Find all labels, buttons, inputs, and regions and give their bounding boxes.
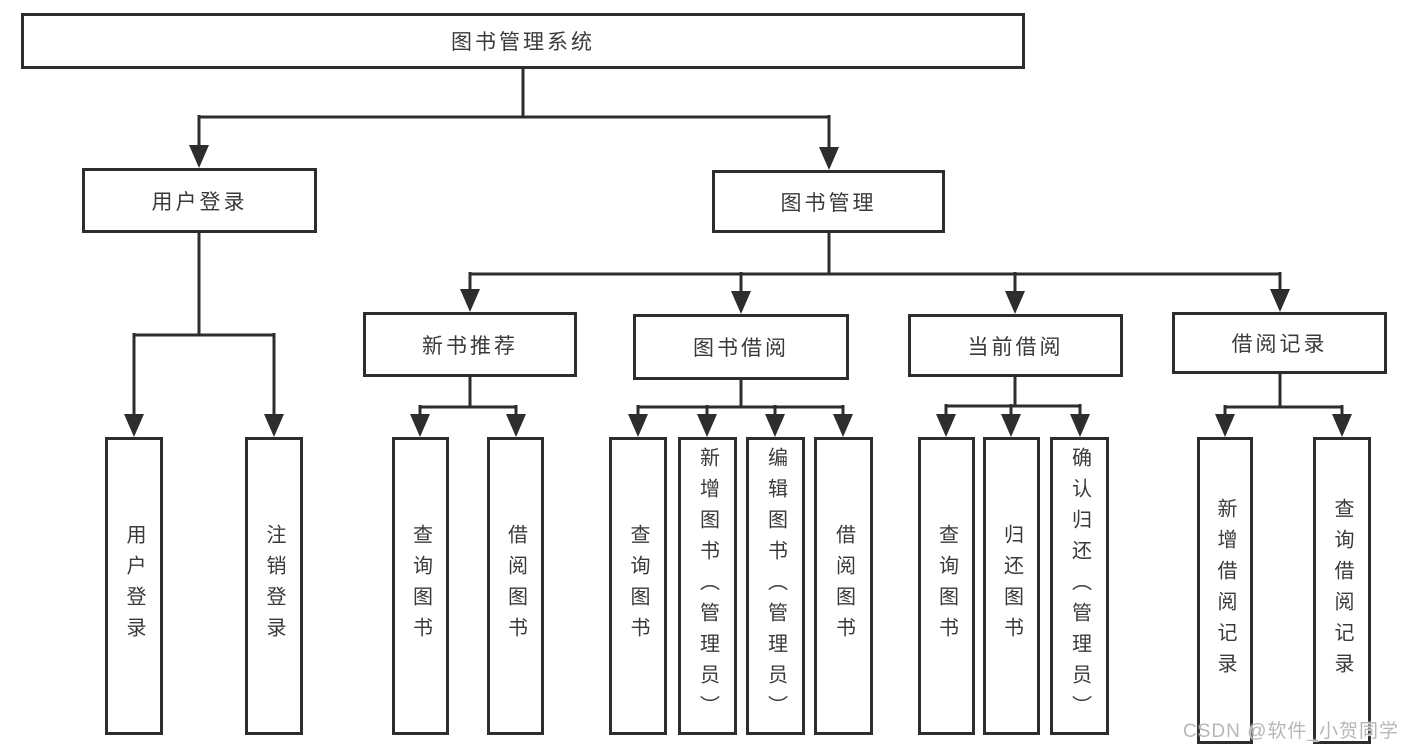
leaf-user-login-label: 用户登录 [123,524,145,648]
leaf-add-borrow-record-label: 新增借阅记录 [1214,497,1236,684]
connector-arrowheads [124,145,1352,437]
connector-strokes [132,69,1344,419]
leaf-confirm-return-admin-label: 确认归还（管理员） [1068,446,1091,726]
csdn-watermark: CSDN @软件_小贺同学 [1183,721,1399,742]
leaf-user-login: 用户登录 [105,437,163,735]
leaf-query-book-recommend: 查询图书 [392,437,449,735]
node-root-library-system: 图书管理系统 [21,13,1025,69]
leaf-borrow-book: 借阅图书 [814,437,873,735]
leaf-query-book-recommend-label: 查询图书 [409,524,432,648]
leaf-query-borrow-record: 查询借阅记录 [1313,437,1371,744]
leaf-confirm-return-admin: 确认归还（管理员） [1050,437,1109,735]
leaf-logout-label: 注销登录 [263,524,285,648]
leaf-borrow-book-label: 借阅图书 [832,524,855,648]
node-current-borrow: 当前借阅 [908,314,1123,377]
node-user-login: 用户登录 [82,168,317,233]
leaf-return-book: 归还图书 [983,437,1040,735]
leaf-edit-book-admin: 编辑图书（管理员） [746,437,805,735]
leaf-query-borrow-record-label: 查询借阅记录 [1331,497,1353,684]
node-book-management: 图书管理 [712,170,945,233]
leaf-logout: 注销登录 [245,437,303,735]
leaf-query-book-current-label: 查询图书 [935,524,958,648]
node-borrow-records: 借阅记录 [1172,312,1387,374]
leaf-return-book-label: 归还图书 [1000,524,1023,648]
leaf-borrow-book-recommend-label: 借阅图书 [504,524,527,648]
node-book-borrow: 图书借阅 [633,314,849,380]
leaf-query-book-borrow-label: 查询图书 [627,524,649,648]
leaf-add-borrow-record: 新增借阅记录 [1197,437,1253,744]
leaf-add-book-admin-label: 新增图书（管理员） [696,446,719,726]
node-new-book-recommend: 新书推荐 [363,312,577,377]
leaf-query-book-borrow: 查询图书 [609,437,667,735]
leaf-edit-book-admin-label: 编辑图书（管理员） [764,446,787,726]
leaf-borrow-book-recommend: 借阅图书 [487,437,544,735]
leaf-query-book-current: 查询图书 [918,437,975,735]
leaf-add-book-admin: 新增图书（管理员） [678,437,737,735]
